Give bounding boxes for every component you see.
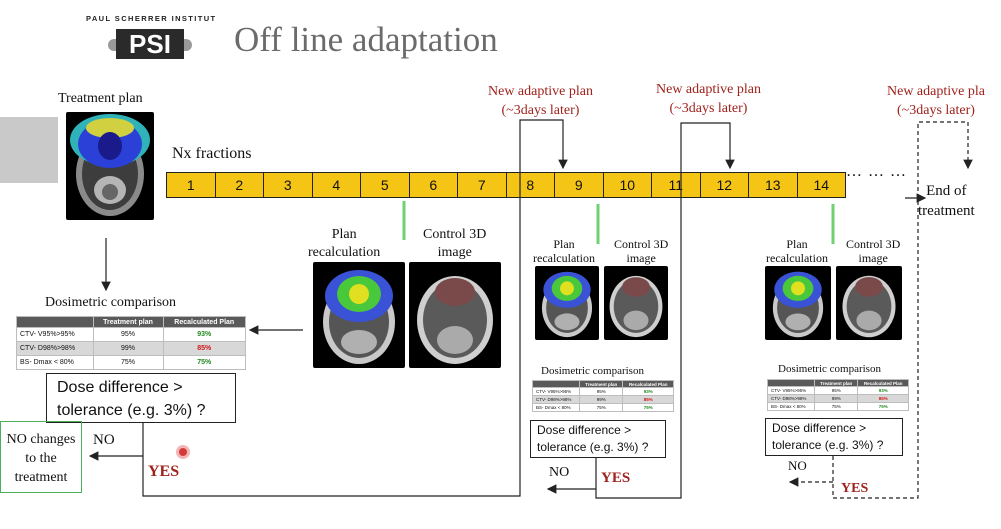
- dosimetric-title-2: Dosimetric comparison: [541, 365, 644, 377]
- fraction-1: 1: [166, 172, 215, 198]
- yes-label-1: YES: [148, 463, 180, 480]
- fraction-10: 10: [602, 172, 651, 198]
- fractions-label: Nx fractions: [172, 145, 252, 162]
- fraction-6: 6: [408, 172, 457, 198]
- adaptive-plan-label-1: New adaptive plan(~3days later): [488, 84, 593, 118]
- no-label-3: NO: [788, 458, 807, 473]
- slide-title: Off line adaptation: [234, 20, 498, 59]
- tolerance-question-1: Dose difference >tolerance (e.g. 3%) ?: [46, 373, 236, 423]
- treatment-plan-image: [66, 112, 154, 220]
- dosimetric-title-3: Dosimetric comparison: [778, 363, 881, 375]
- institute-name: PAUL SCHERRER INSTITUT: [86, 14, 217, 23]
- dosimetric-title-1: Dosimetric comparison: [45, 295, 177, 310]
- fraction-12: 12: [699, 172, 748, 198]
- yes-label-2: YES: [601, 470, 631, 486]
- fraction-11: 11: [651, 172, 700, 198]
- recalculated-dose-image-1: [313, 262, 405, 368]
- pointer-dot: [179, 448, 187, 456]
- timeline-ellipsis: … … …: [846, 163, 907, 180]
- yes-path-2: [595, 122, 735, 499]
- tolerance-question-2: Dose difference >tolerance (e.g. 3%) ?: [530, 420, 666, 458]
- tolerance-question-3: Dose difference >tolerance (e.g. 3%) ?: [765, 418, 903, 456]
- psi-logo: PAUL SCHERRER INSTITUT PSI: [86, 14, 215, 64]
- recalculated-dose-image-2: [535, 266, 599, 340]
- logo-text: PSI: [129, 29, 171, 59]
- no-label-2: NO: [549, 465, 570, 480]
- fraction-2: 2: [214, 172, 263, 198]
- fraction-7: 7: [457, 172, 506, 198]
- control-ct-image-3: [836, 266, 902, 340]
- fraction-8: 8: [505, 172, 554, 198]
- recalculated-dose-image-3: [765, 266, 831, 340]
- yes-label-3: YES: [841, 481, 869, 496]
- control-ct-image-2: [604, 266, 668, 340]
- fraction-timeline: 1 2 3 4 5 6 7 8 9 10 11 12 13 14: [166, 172, 846, 198]
- fraction-5: 5: [360, 172, 409, 198]
- adaptive-plan-label-3: New adaptive pla(~3days later): [887, 84, 985, 118]
- fraction-13: 13: [748, 172, 797, 198]
- end-of-treatment-label: End of treatment: [918, 183, 975, 219]
- control-ct-image-1: [409, 262, 501, 368]
- side-gray-block: [0, 117, 58, 183]
- yes-path-1: [142, 119, 568, 497]
- treatment-plan-label: Treatment plan: [58, 91, 143, 106]
- fraction-4: 4: [311, 172, 360, 198]
- yes-path-3: [832, 121, 973, 499]
- fraction-3: 3: [263, 172, 312, 198]
- psi-logo-mark: PSI: [108, 27, 192, 61]
- no-label-1: NO: [93, 432, 115, 448]
- adaptive-plan-label-2: New adaptive plan(~3days later): [656, 82, 761, 116]
- fraction-9: 9: [554, 172, 603, 198]
- fraction-14: 14: [796, 172, 846, 198]
